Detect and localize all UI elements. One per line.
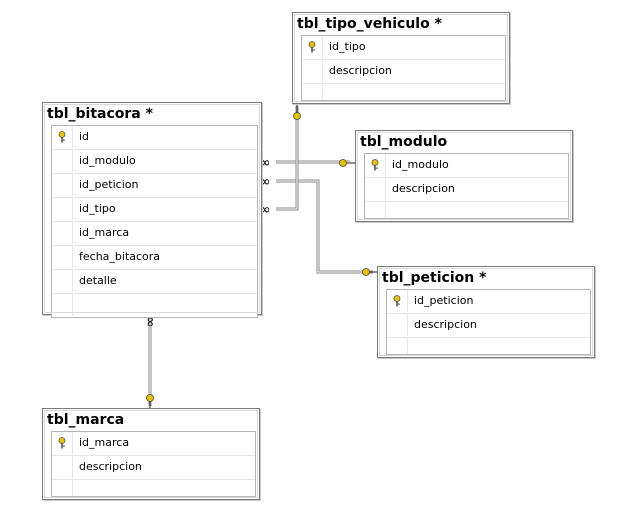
column-row[interactable]: id_peticion	[387, 290, 590, 314]
key-end-icon	[293, 104, 301, 120]
table-tipo-vehiculo[interactable]: tbl_tipo_vehiculo * id_tipo descripcion	[292, 12, 510, 104]
column-row[interactable]: id_modulo	[52, 150, 257, 174]
infinity-icon: ∞	[259, 155, 271, 171]
column-name: descripcion	[329, 64, 392, 77]
key-icon	[371, 159, 379, 171]
column-row[interactable]: id_tipo	[52, 198, 257, 222]
key-icon	[308, 41, 316, 53]
column-row[interactable]: id_modulo	[365, 154, 568, 178]
column-name: id_modulo	[79, 154, 136, 167]
column-name: id_marca	[79, 436, 130, 449]
column-name: id_modulo	[392, 158, 449, 171]
column-row[interactable]: fecha_bitacora	[52, 246, 257, 270]
column-name: id_tipo	[329, 40, 366, 53]
relationship-marca[interactable]: ∞	[142, 316, 158, 408]
column-row[interactable]: id_peticion	[52, 174, 257, 198]
empty-row[interactable]	[302, 84, 505, 100]
key-icon	[393, 295, 401, 307]
infinity-icon: ∞	[259, 202, 271, 218]
column-grid: id id_modulo id_peticion id_tipo id_marc…	[51, 125, 258, 318]
empty-row[interactable]	[365, 202, 568, 218]
column-grid: id_marca descripcion	[51, 431, 256, 497]
column-name: id_peticion	[414, 294, 474, 307]
empty-row[interactable]	[52, 294, 257, 317]
key-icon	[58, 437, 66, 449]
table-peticion[interactable]: tbl_peticion * id_peticion descripcion	[377, 266, 595, 358]
column-row[interactable]: id	[52, 126, 257, 150]
column-row[interactable]: id_marca	[52, 432, 255, 456]
column-grid: id_tipo descripcion	[301, 35, 506, 101]
column-row[interactable]: id_marca	[52, 222, 257, 246]
column-row[interactable]: descripcion	[365, 178, 568, 202]
table-title[interactable]: tbl_tipo_vehiculo *	[293, 13, 509, 35]
column-row[interactable]: id_tipo	[302, 36, 505, 60]
key-icon	[58, 131, 66, 143]
infinity-icon: ∞	[259, 174, 271, 190]
column-name: fecha_bitacora	[79, 250, 161, 263]
column-name: descripcion	[392, 182, 455, 195]
key-end-icon	[339, 159, 355, 167]
column-row[interactable]: descripcion	[387, 314, 590, 338]
column-row[interactable]: descripcion	[302, 60, 505, 84]
column-name: id_tipo	[79, 202, 116, 215]
table-title[interactable]: tbl_peticion *	[378, 267, 594, 289]
empty-row[interactable]	[387, 338, 590, 354]
key-end-icon	[362, 268, 378, 276]
table-title[interactable]: tbl_bitacora *	[43, 103, 261, 125]
column-grid: id_modulo descripcion	[364, 153, 569, 219]
relationship-tipo-vehiculo[interactable]: ∞	[259, 104, 301, 218]
column-name: descripcion	[79, 460, 142, 473]
table-title[interactable]: tbl_modulo	[356, 131, 572, 153]
column-row[interactable]: descripcion	[52, 456, 255, 480]
infinity-icon: ∞	[142, 316, 158, 328]
column-name: detalle	[79, 274, 117, 287]
key-end-icon	[146, 394, 154, 408]
table-modulo[interactable]: tbl_modulo id_modulo descripcion	[355, 130, 573, 222]
column-grid: id_peticion descripcion	[386, 289, 591, 355]
column-row[interactable]: detalle	[52, 270, 257, 294]
table-title[interactable]: tbl_marca	[43, 409, 259, 431]
column-name: descripcion	[414, 318, 477, 331]
relationship-modulo[interactable]: ∞	[259, 155, 355, 171]
empty-row[interactable]	[52, 480, 255, 496]
column-name: id	[79, 130, 90, 143]
table-bitacora[interactable]: tbl_bitacora * id id_modulo id_peticion …	[42, 102, 262, 318]
column-name: id_marca	[79, 226, 130, 239]
table-marca[interactable]: tbl_marca id_marca descripcion	[42, 408, 260, 500]
column-name: id_peticion	[79, 178, 139, 191]
